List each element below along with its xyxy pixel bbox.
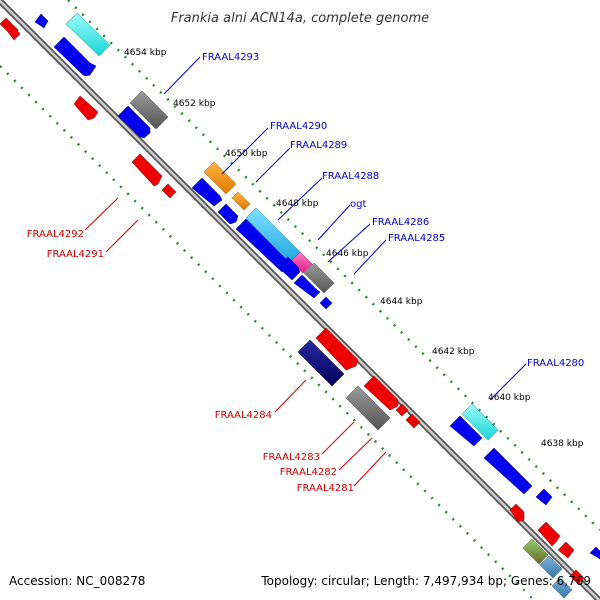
forward-gene-labels: FRAAL4293 FRAAL4290 FRAAL4289 FRAAL4288 … bbox=[202, 52, 584, 369]
gene-arrow bbox=[319, 296, 333, 310]
gene-arrow bbox=[315, 327, 359, 371]
reverse-features bbox=[0, 17, 585, 585]
cog-block bbox=[297, 339, 345, 387]
gene-arrow bbox=[509, 503, 525, 523]
gene-arrow bbox=[395, 403, 409, 417]
gene-arrow bbox=[34, 13, 49, 29]
cog-block bbox=[522, 538, 549, 565]
gene-arrow bbox=[217, 203, 239, 225]
reverse-gene-labels: FRAAL4292 FRAAL4291 FRAAL4284 FRAAL4283 … bbox=[27, 229, 354, 494]
cog-block bbox=[539, 555, 563, 579]
gene-arrow bbox=[537, 521, 561, 547]
gene-arrow bbox=[53, 36, 97, 77]
gene-arrow bbox=[7, 25, 21, 41]
cog-block bbox=[303, 262, 335, 294]
reverse-leaders bbox=[84, 197, 387, 487]
cog-block bbox=[129, 90, 169, 130]
tick-label: 4652 kbp bbox=[173, 99, 216, 109]
gene-arrow bbox=[449, 415, 483, 447]
map-title: Frankia alni ACN14a, complete genome bbox=[171, 11, 429, 26]
tick-label: 4642 kbp bbox=[432, 347, 475, 357]
gene-arrow bbox=[293, 274, 321, 299]
cog-block bbox=[461, 403, 499, 441]
gene-arrow bbox=[589, 546, 600, 560]
tick-label: 4650 kbp bbox=[225, 149, 268, 159]
accession-text: Accession: NC_008278 bbox=[9, 574, 145, 588]
gene-label: FRAAL4288 bbox=[322, 171, 379, 182]
gene-arrow bbox=[535, 488, 553, 506]
tick-labels: 4654 kbp 4652 kbp 4650 kbp 4648 kbp 4646… bbox=[124, 48, 584, 449]
gene-label: FRAAL4285 bbox=[388, 233, 445, 244]
cog-block bbox=[551, 577, 573, 599]
gene-label: FRAAL4293 bbox=[202, 52, 259, 63]
gene-arrow bbox=[405, 413, 421, 429]
gene-label: ogt bbox=[350, 199, 366, 210]
gene-label: FRAAL4280 bbox=[527, 358, 584, 369]
gene-label: FRAAL4291 bbox=[47, 249, 104, 260]
cog-block bbox=[345, 385, 391, 431]
gene-arrow bbox=[161, 183, 177, 199]
gene-label: FRAAL4289 bbox=[290, 140, 347, 151]
forward-leaders bbox=[163, 56, 527, 401]
gene-arrow bbox=[483, 447, 533, 495]
gene-label: FRAAL4286 bbox=[372, 217, 429, 228]
gene-arrow bbox=[191, 177, 223, 207]
gene-label: FRAAL4283 bbox=[263, 452, 320, 463]
gene-arrow bbox=[557, 541, 575, 559]
tick-label: 4648 kbp bbox=[276, 199, 319, 209]
gene-arrow bbox=[73, 95, 99, 121]
reverse-cog-features bbox=[297, 339, 391, 431]
tick-label: 4644 kbp bbox=[380, 297, 423, 307]
cog-block bbox=[65, 12, 111, 57]
tick-label: 4638 kbp bbox=[541, 439, 584, 449]
cog-block bbox=[203, 161, 237, 195]
tick-label: 4654 kbp bbox=[124, 48, 167, 58]
gene-arrow bbox=[277, 256, 301, 281]
gene-label: FRAAL4282 bbox=[280, 467, 337, 478]
gene-label: FRAAL4284 bbox=[215, 410, 272, 421]
gene-label: FRAAL4290 bbox=[270, 121, 327, 132]
gene-arrow bbox=[117, 105, 151, 139]
cog-block bbox=[231, 191, 251, 211]
tick-label: 4646 kbp bbox=[326, 249, 369, 259]
gene-arrow bbox=[363, 375, 399, 411]
forward-features bbox=[34, 12, 600, 599]
topology-text: Topology: circular; Length: 7,497,934 bp… bbox=[260, 574, 591, 588]
gene-arrow bbox=[131, 153, 163, 187]
gene-label: FRAAL4281 bbox=[297, 483, 354, 494]
tick-label: 4640 kbp bbox=[488, 393, 531, 403]
gene-arrow bbox=[569, 569, 585, 585]
gene-label: FRAAL4292 bbox=[27, 229, 84, 240]
